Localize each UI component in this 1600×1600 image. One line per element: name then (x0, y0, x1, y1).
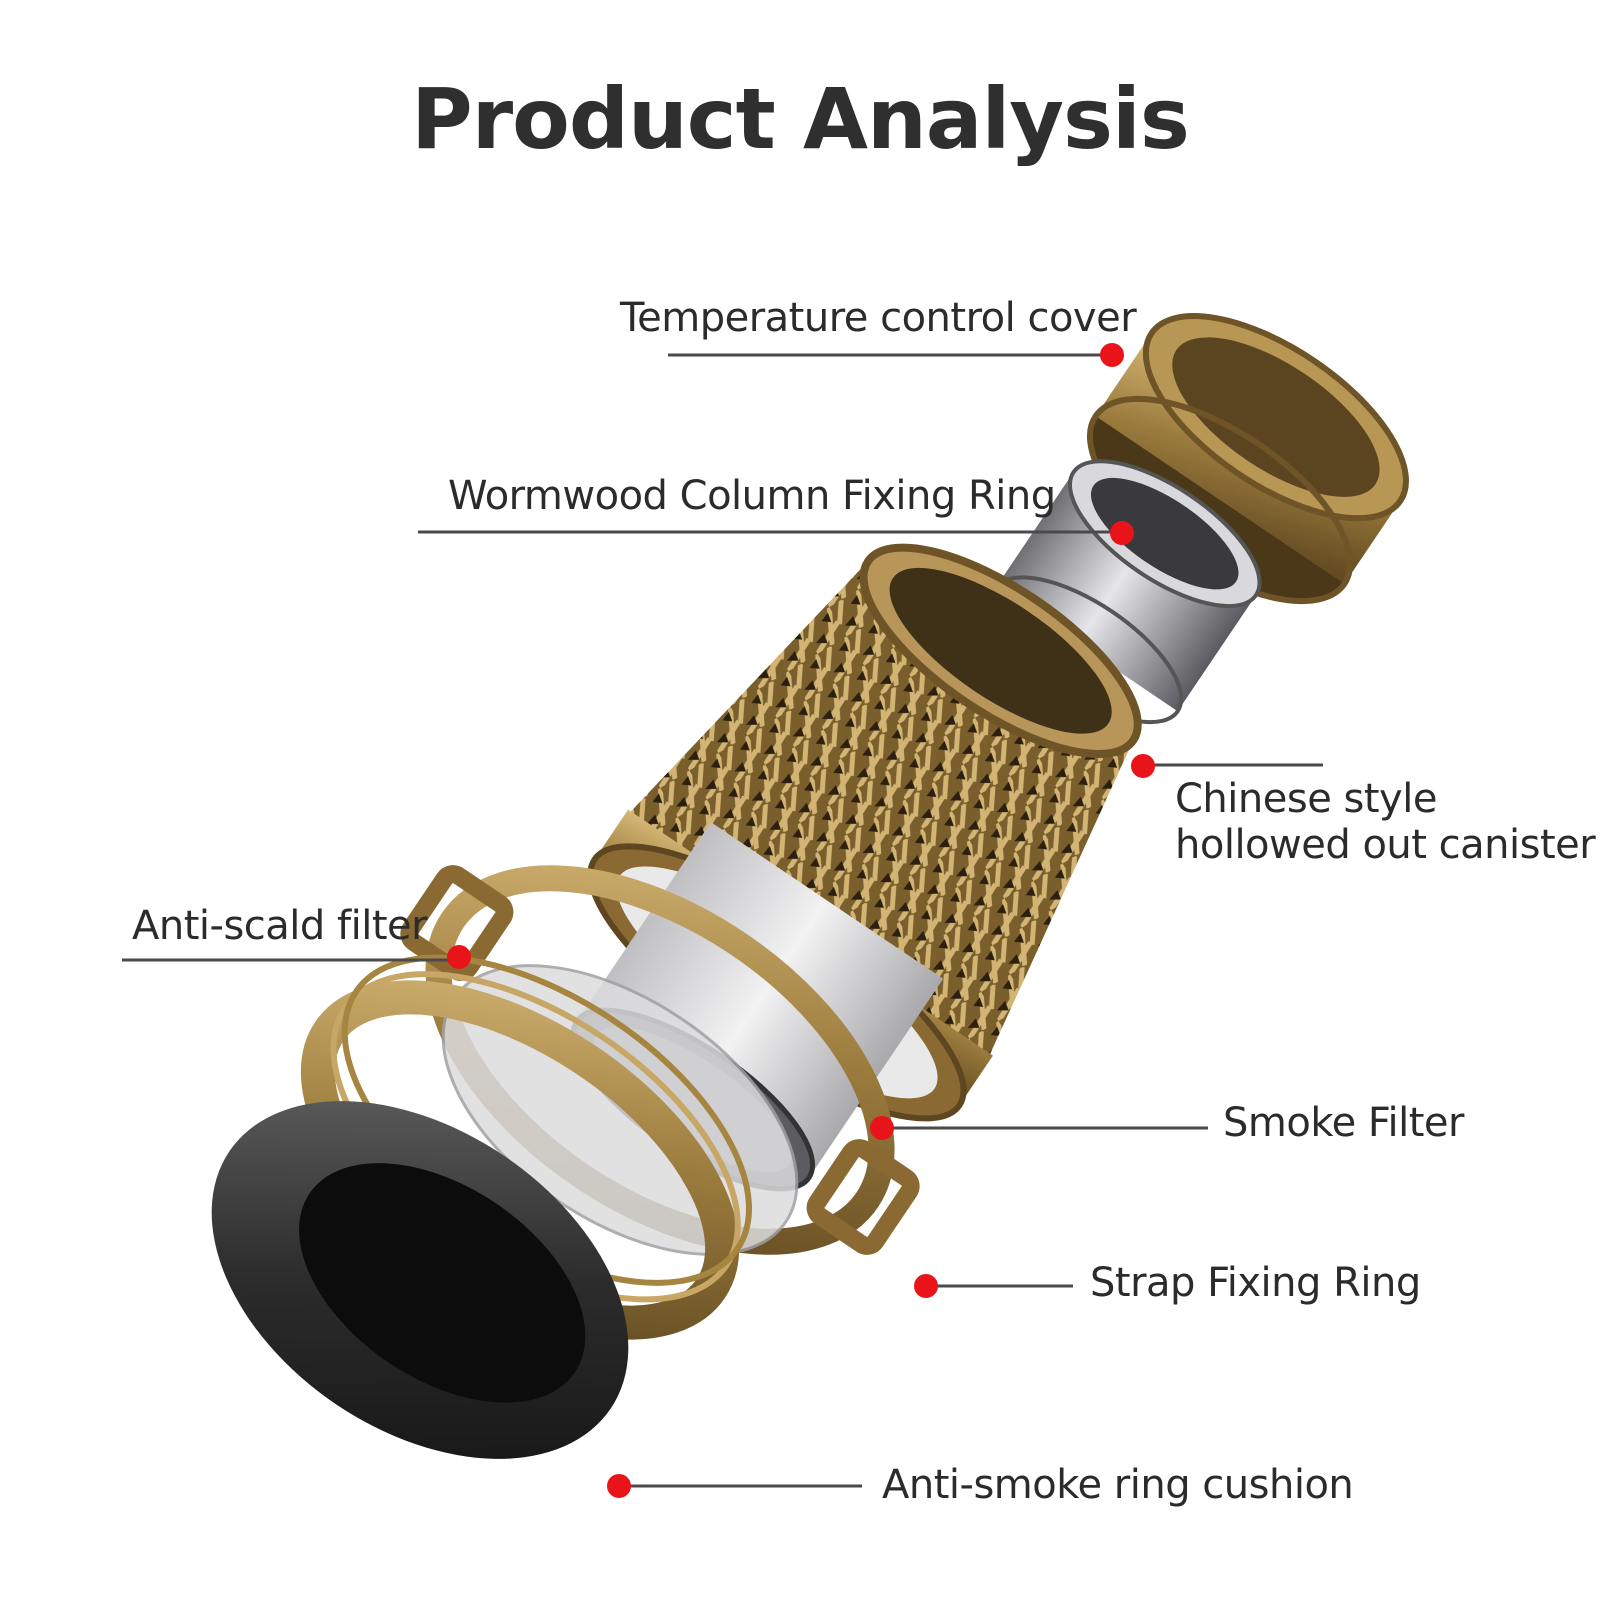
label-temperature-control-cover: Temperature control cover (620, 295, 1137, 341)
temperature-control-cover-part (1086, 313, 1409, 605)
marker-strap-fixing-ring (914, 1274, 938, 1298)
marker-temperature-control-cover (1100, 343, 1124, 367)
label-wormwood-column-fixing-ring: Wormwood Column Fixing Ring (448, 473, 1056, 519)
marker-anti-smoke-ring-cushion (607, 1474, 631, 1498)
label-canister-line1: Chinese style (1175, 776, 1437, 822)
marker-smoke-filter (870, 1116, 894, 1140)
label-anti-scald-filter: Anti-scald filter (132, 903, 428, 949)
leader-lines (122, 353, 1323, 1488)
label-canister-line2: hollowed out canister (1175, 822, 1596, 868)
label-strap-fixing-ring: Strap Fixing Ring (1090, 1260, 1421, 1306)
marker-wormwood-column-fixing-ring (1110, 521, 1134, 545)
marker-anti-scald-filter (447, 945, 471, 969)
marker-canister (1131, 754, 1155, 778)
anti-smoke-ring-cushion-part (211, 1101, 629, 1459)
page-title: Product Analysis (411, 70, 1190, 168)
label-smoke-filter: Smoke Filter (1223, 1100, 1464, 1146)
part-markers (447, 343, 1155, 1498)
label-anti-smoke-ring-cushion: Anti-smoke ring cushion (882, 1462, 1354, 1508)
